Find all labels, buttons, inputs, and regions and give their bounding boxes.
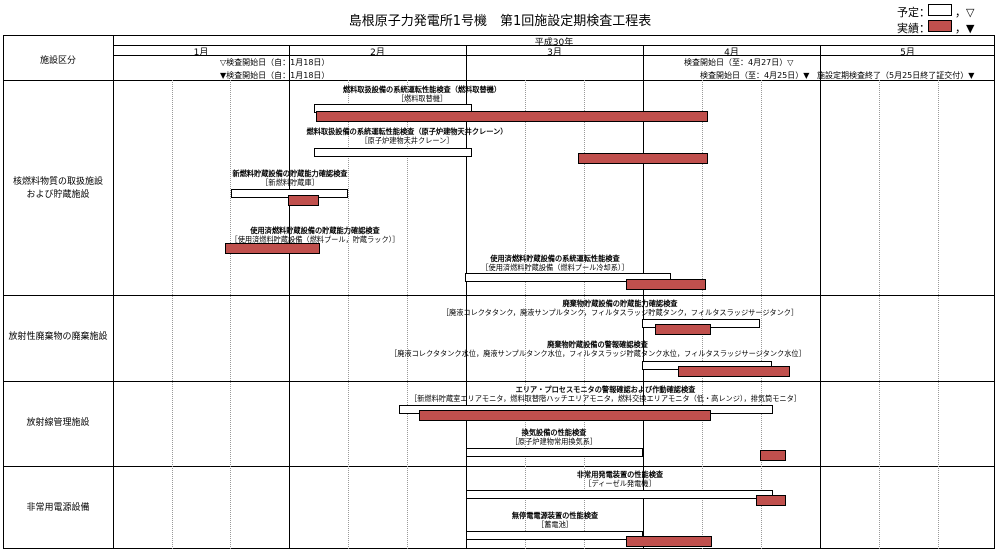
month-line-feb xyxy=(289,45,290,549)
actual-bar xyxy=(760,450,786,461)
legend-actual-swatch xyxy=(928,20,952,32)
month-header-mar: 3月 xyxy=(547,48,562,58)
actual-start-marker: ▼検査開始日（自：1月18日） xyxy=(220,71,330,80)
category-radiation-control: 放射線管理施設 xyxy=(26,418,90,428)
actual-bar xyxy=(316,111,708,122)
schedule-table xyxy=(3,35,995,549)
section-divider-3 xyxy=(3,466,995,467)
actual-bar xyxy=(225,243,320,254)
actual-bar xyxy=(678,366,790,377)
task-label: 新燃料貯蔵設備の貯蔵能力確認検査［新燃料貯蔵庫］ xyxy=(232,169,348,187)
category-radioactive-waste: 放射性廃棄物の廃棄施設 xyxy=(8,332,108,342)
page-title: 島根原子力発電所1号機 第1回施設定期検査工程表 xyxy=(348,14,652,29)
month-header-jan: 1月 xyxy=(193,48,209,58)
era-header: 平成30年 xyxy=(534,38,574,48)
plan-bar xyxy=(314,148,472,157)
week-grid xyxy=(348,80,349,549)
section-divider-1 xyxy=(3,295,995,296)
plan-bar xyxy=(465,273,671,282)
category-column-line xyxy=(113,35,114,549)
week-grid xyxy=(230,80,231,549)
plan-end-marker: 検査開始日（至：4月27日）▽ xyxy=(684,58,794,67)
actual-bar xyxy=(626,279,706,290)
week-grid xyxy=(761,80,762,549)
plan-bar xyxy=(466,448,643,457)
month-header-may: 5月 xyxy=(900,48,915,58)
month-header-feb: 2月 xyxy=(370,48,385,58)
month-line-may xyxy=(820,45,821,549)
week-grid xyxy=(584,80,585,549)
actual-bar xyxy=(288,195,319,206)
week-grid xyxy=(525,80,526,549)
category-column-header: 施設区分 xyxy=(39,56,76,66)
plan-bar xyxy=(466,531,643,540)
actual-end-marker: 検査開始日（至：4月25日）▼ xyxy=(700,71,810,80)
header-line-months xyxy=(113,55,995,56)
header-line-bottom xyxy=(3,80,995,81)
week-grid xyxy=(938,80,939,549)
task-label: 無停電電源装置の性能検査［蓄電池］ xyxy=(511,511,599,529)
week-grid xyxy=(702,80,703,549)
actual-bar xyxy=(655,324,711,335)
completion-marker: 施設定期検査終了（5月25日終了証交付）▼ xyxy=(817,71,975,80)
week-grid xyxy=(879,80,880,549)
actual-bar xyxy=(626,536,712,547)
actual-bar xyxy=(756,495,786,506)
plan-bar xyxy=(466,490,773,499)
category-fuel-handling: 核燃料物質の取扱施設 および貯蔵施設 xyxy=(12,177,103,200)
actual-bar xyxy=(578,153,708,164)
section-divider-2 xyxy=(3,381,995,382)
week-grid xyxy=(407,80,408,549)
task-label: 廃棄物貯蔵設備の貯蔵能力確認検査［廃液コレクタタンク，廃液サンプルタンク，フィル… xyxy=(441,299,799,317)
legend-actual-label: 実績： xyxy=(897,22,930,35)
actual-bar xyxy=(419,410,711,421)
header-line-era xyxy=(113,45,995,46)
task-label: 換気設備の性能検査［原子炉建物常用換気系］ xyxy=(510,428,598,446)
legend-plan-swatch xyxy=(928,4,952,16)
task-label: 燃料取扱設備の系統運転性能検査（燃料取替機）［燃料取替機］ xyxy=(342,85,502,103)
task-label: 燃料取扱設備の系統運転性能検査（原子炉建物天井クレーン）［原子炉建物天井クレーン… xyxy=(306,127,508,145)
plan-start-marker: ▽検査開始日（自：1月18日） xyxy=(220,58,330,67)
task-label: エリア・プロセスモニタの警報確認および作動確認検査［新燃料貯蔵室エリアモニタ，燃… xyxy=(410,385,801,403)
legend-plan-label: 予定： xyxy=(897,6,930,19)
task-label: 非常用発電装置の性能検査［ディーゼル発電機］ xyxy=(576,470,664,488)
task-label: 使用済燃料貯蔵設備の系統運転性能検査［使用済燃料貯蔵設備（燃料プール冷却系）］ xyxy=(481,254,629,272)
month-line-mar xyxy=(466,45,467,549)
task-label: 廃棄物貯蔵設備の警報確認検査［廃液コレクタタンク水位，廃液サンプルタンク水位，フ… xyxy=(390,340,806,358)
month-header-apr: 4月 xyxy=(724,48,739,58)
category-emergency-power: 非常用電源設備 xyxy=(26,503,90,513)
legend-actual-symbol: ，▼ xyxy=(955,22,975,35)
legend-plan-symbol: ，▽ xyxy=(955,6,975,19)
week-grid xyxy=(172,80,173,549)
task-label: 使用済燃料貯蔵設備の貯蔵能力確認検査［使用済燃料貯蔵設備（燃料プール，貯蔵ラック… xyxy=(230,226,400,244)
month-line-apr xyxy=(643,45,644,549)
